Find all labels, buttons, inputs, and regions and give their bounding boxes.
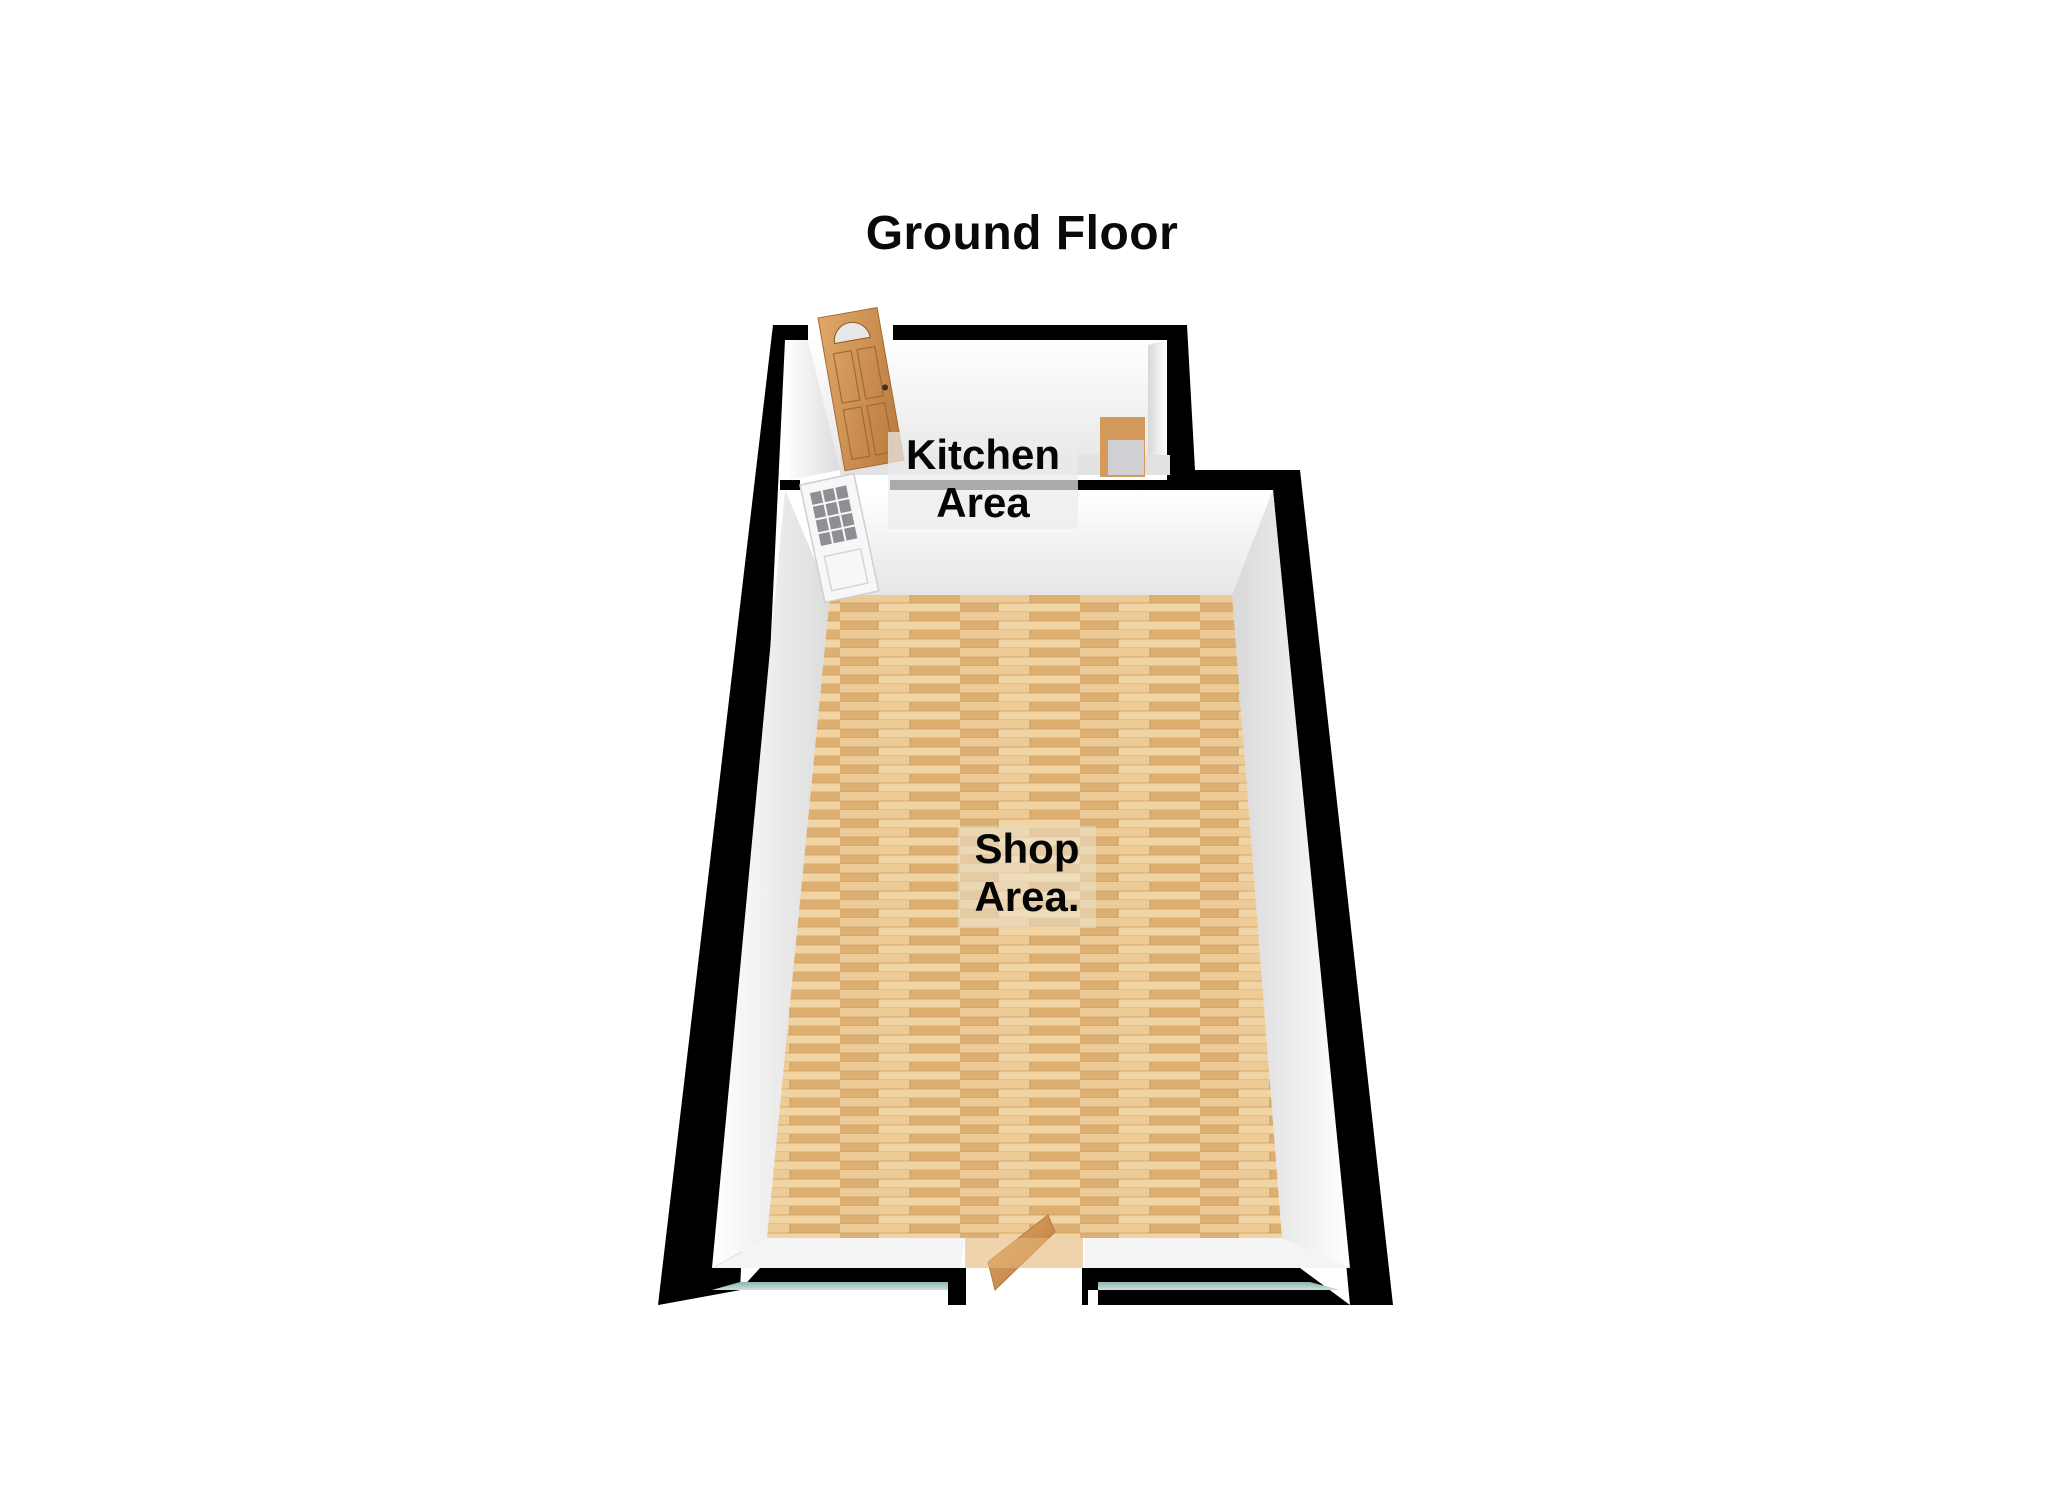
floor-title-text: Ground Floor bbox=[865, 207, 1179, 260]
glazed-door-icon bbox=[799, 472, 880, 604]
kitchen-label-line1: Kitchen bbox=[905, 431, 1060, 478]
shop-window-left bbox=[712, 1282, 948, 1290]
door-icon bbox=[817, 307, 905, 472]
front-door-icon bbox=[960, 1214, 1088, 1305]
floor-title: Ground Floor bbox=[0, 206, 2048, 261]
kitchen-label-line2: Area bbox=[936, 479, 1030, 526]
shop-label-line2: Area. bbox=[974, 873, 1080, 920]
shop-label-line1: Shop bbox=[974, 825, 1080, 872]
shop-window-right bbox=[1098, 1282, 1340, 1290]
shop-label: Shop Area. bbox=[958, 826, 1096, 928]
kitchen-label: Kitchen Area bbox=[888, 432, 1078, 529]
